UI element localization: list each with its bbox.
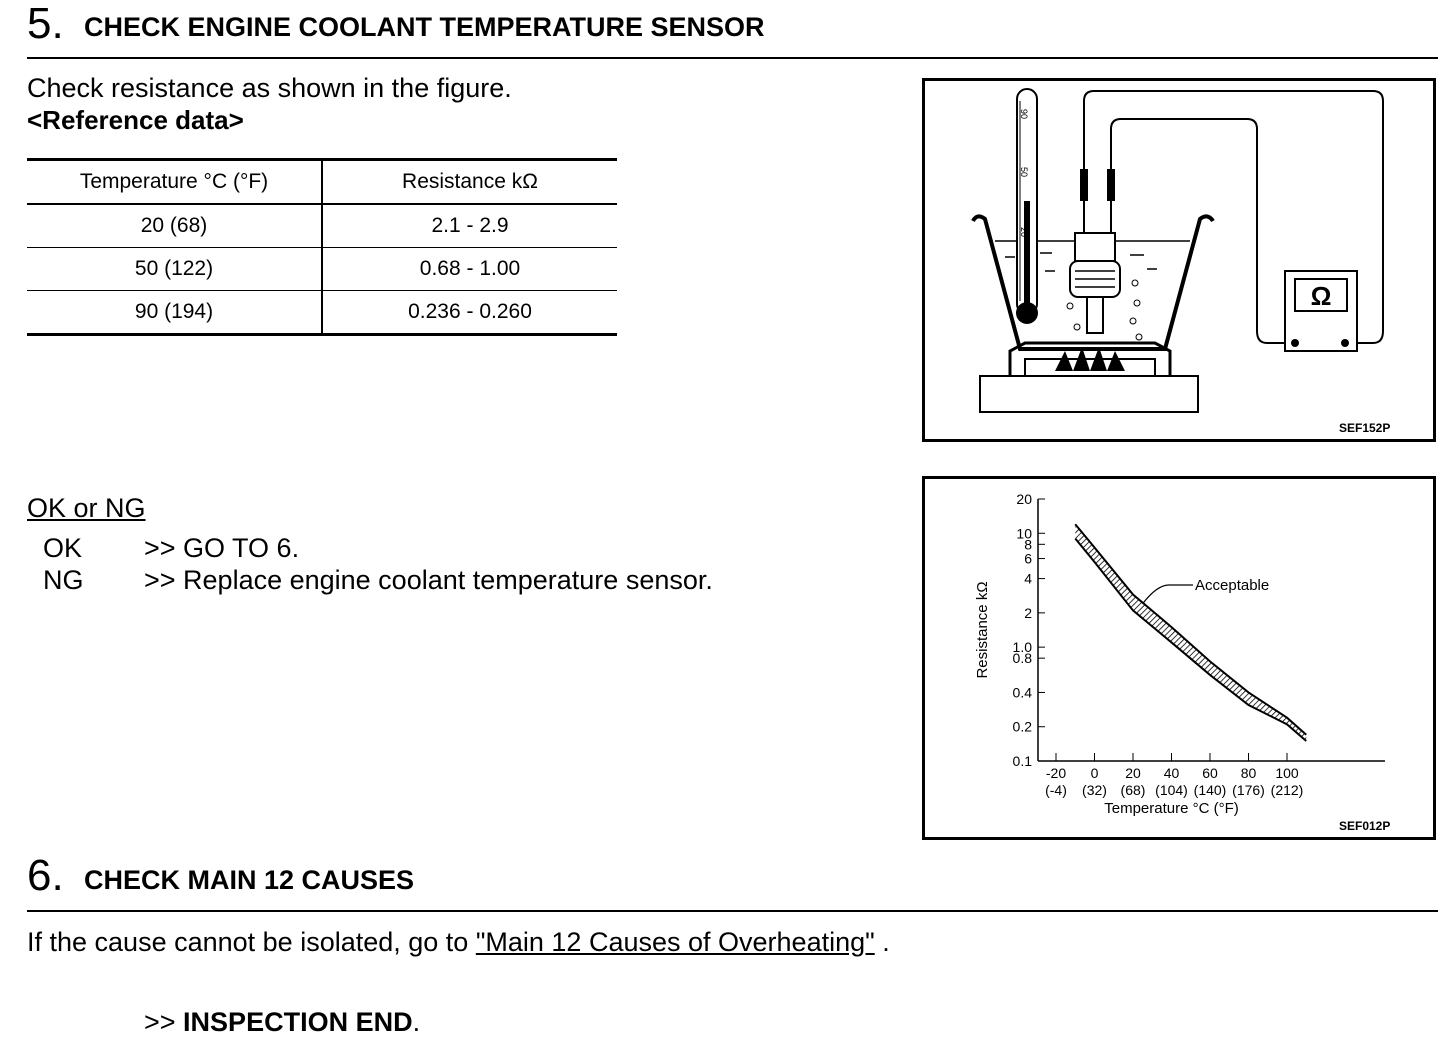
chart-annotation-leader	[1142, 584, 1193, 605]
chart-lower-limit-line	[1074, 537, 1307, 742]
chart-x-tick-label-f: (32)	[1082, 782, 1107, 798]
thermometer-mark-50: 50	[1019, 167, 1029, 177]
chart-y-tick-label: 10	[1016, 525, 1032, 541]
reference-data-heading: <Reference data>	[27, 105, 244, 135]
table-row: 20 (68) 2.1 - 2.9	[27, 204, 617, 248]
chart-x-tick-label-f: (176)	[1232, 782, 1265, 798]
chart-x-tick-label: 20	[1125, 765, 1141, 781]
step-5-number: 5.	[27, 0, 64, 48]
chart-acceptable-band	[1075, 524, 1307, 741]
inspection-end-label: INSPECTION END	[183, 1007, 413, 1037]
resistance-temperature-chart: 201086421.00.80.40.20.1-20(-4)0(32)20(68…	[974, 491, 1385, 817]
result-ng-status: NG	[43, 565, 84, 595]
step-6-text: If the cause cannot be isolated, go to "…	[27, 926, 890, 958]
thermometer-mark-20: 20	[1019, 227, 1029, 237]
chart-x-tick-label: 100	[1275, 765, 1299, 781]
step-5-instruction: Check resistance as shown in the figure.	[27, 73, 512, 103]
result-ok-status: OK	[43, 533, 83, 563]
chart-x-tick-label: 0	[1091, 765, 1099, 781]
inspection-end-prefix: >>	[144, 1007, 184, 1037]
chart-y-tick-label: 8	[1024, 536, 1032, 552]
sensor-test-illustration: 90 50 20 Ω	[971, 88, 1384, 413]
chart-y-tick-label: 2	[1024, 605, 1032, 621]
chart-x-tick-label: 80	[1241, 765, 1257, 781]
table-cell-temperature: 20 (68)	[27, 204, 323, 248]
chart-y-tick-label: 0.8	[1013, 650, 1033, 666]
table-header-row: Temperature °C (°F) Resistance kΩ	[27, 158, 617, 205]
table-row: 50 (122) 0.68 - 1.00	[27, 247, 617, 291]
chart-x-tick-label-f: (140)	[1194, 782, 1227, 798]
step-6-text-after: .	[874, 927, 890, 957]
ok-ng-heading: OK or NG	[27, 493, 146, 523]
table-cell-temperature: 50 (122)	[27, 247, 323, 291]
chart-y-tick-label: 0.2	[1013, 719, 1033, 735]
chart-x-tick-label-f: (-4)	[1045, 782, 1067, 798]
step-6-rule	[27, 910, 1438, 912]
chart-y-tick-label: 0.4	[1013, 684, 1033, 700]
chart-x-tick-label-f: (212)	[1271, 782, 1304, 798]
chart-x-tick-label-f: (104)	[1155, 782, 1188, 798]
chart-y-tick-label: 0.1	[1013, 753, 1033, 769]
thermometer-mark-90: 90	[1019, 109, 1029, 119]
chart-x-tick-label: -20	[1046, 765, 1066, 781]
chart-x-tick-label: 60	[1202, 765, 1218, 781]
table-row: 90 (194) 0.236 - 0.260	[27, 290, 617, 336]
chart-y-tick-label: 20	[1016, 491, 1032, 507]
step-5-rule	[27, 57, 1438, 59]
chart-y-axis-label: Resistance kΩ	[974, 581, 991, 678]
chart-y-tick-label: 4	[1024, 571, 1032, 587]
chart-annotation-acceptable: Acceptable	[1195, 577, 1269, 594]
main-12-causes-link[interactable]: "Main 12 Causes of Overheating"	[475, 927, 875, 957]
table-cell-resistance: 0.236 - 0.260	[322, 290, 617, 336]
sensor-test-figure: 90 50 20 Ω SEF152P	[922, 78, 1436, 442]
table-cell-resistance: 2.1 - 2.9	[322, 204, 617, 248]
step-5-title: CHECK ENGINE COOLANT TEMPERATURE SENSOR	[84, 12, 765, 42]
table-cell-temperature: 90 (194)	[27, 290, 323, 336]
step-6-title: CHECK MAIN 12 CAUSES	[84, 865, 415, 895]
inspection-end: >> INSPECTION END.	[144, 1006, 420, 1038]
table-header-resistance: Resistance kΩ	[322, 158, 617, 205]
step-6-text-before: If the cause cannot be isolated, go to	[27, 927, 476, 957]
figure-code-sef012p: SEF012P	[1339, 819, 1391, 833]
table-header-temperature: Temperature °C (°F)	[27, 158, 323, 205]
figure-code-sef152p: SEF152P	[1339, 421, 1391, 435]
ohm-icon: Ω	[1311, 281, 1332, 311]
reference-data-table: Temperature °C (°F) Resistance kΩ 20 (68…	[27, 158, 617, 336]
chart-y-tick-label: 6	[1024, 551, 1032, 567]
inspection-end-suffix: .	[412, 1007, 421, 1037]
chart-x-axis-label: Temperature °C (°F)	[1104, 800, 1239, 817]
chart-y-tick-label: 1.0	[1013, 639, 1033, 655]
table-cell-resistance: 0.68 - 1.00	[322, 247, 617, 291]
chart-x-tick-label: 40	[1164, 765, 1180, 781]
result-ng-action: >> Replace engine coolant temperature se…	[144, 565, 713, 595]
step-6-number: 6.	[27, 851, 64, 900]
chart-upper-limit-line	[1074, 523, 1307, 736]
chart-x-tick-label-f: (68)	[1121, 782, 1146, 798]
result-ok-action: >> GO TO 6.	[144, 533, 300, 563]
